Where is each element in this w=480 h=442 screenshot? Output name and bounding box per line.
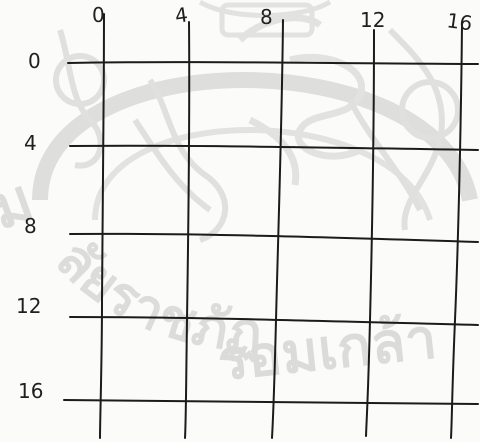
- watermark-center-emblem: [240, 18, 362, 185]
- watermark-seal: ลัยราชภัฏ รอมเกล้า ม: [0, 2, 470, 394]
- row-label-4: 4: [24, 131, 37, 155]
- row-label-8: 8: [24, 214, 37, 238]
- row-label-0: 0: [28, 49, 41, 73]
- column-label-12: 12: [360, 8, 385, 32]
- row-label-16: 16: [18, 379, 43, 403]
- column-label-8: 8: [260, 5, 273, 29]
- vertical-line-16: [451, 24, 462, 438]
- horizontal-line-8: [70, 234, 478, 242]
- horizontal-line-16: [64, 400, 478, 404]
- column-label-0: 0: [92, 3, 105, 27]
- column-label-16: 16: [445, 8, 474, 35]
- watermark-right-motif: [350, 30, 458, 230]
- column-label-4: 4: [173, 2, 189, 28]
- row-label-12: 12: [16, 294, 41, 318]
- horizontal-line-4: [70, 146, 478, 150]
